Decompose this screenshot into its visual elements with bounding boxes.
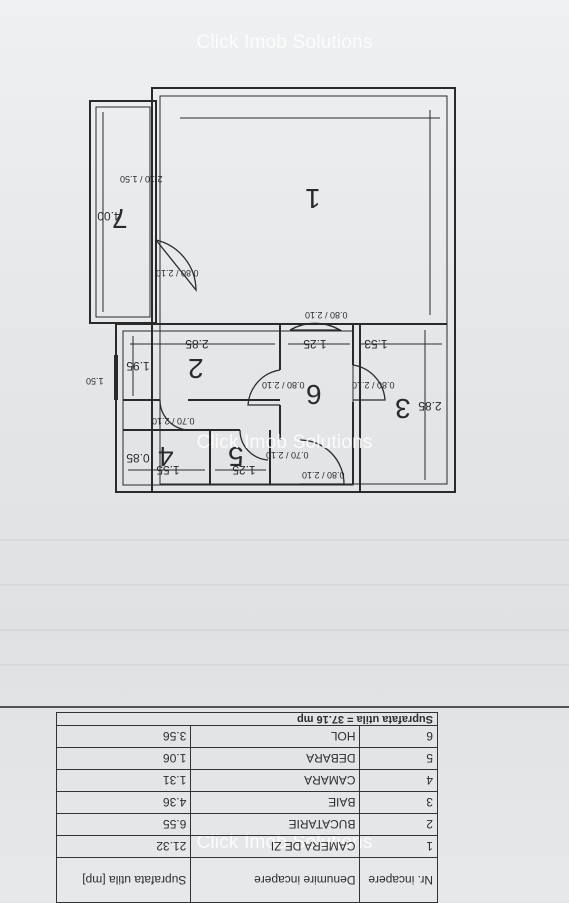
cell-name: HOL	[190, 725, 360, 748]
header-nr: Nr. incapere	[359, 857, 438, 903]
dim-balcony-depth: 4.00	[97, 209, 121, 223]
cell-area: 6.55	[56, 813, 191, 836]
cell-nr: 3	[359, 791, 438, 814]
cell-nr: 4	[359, 769, 438, 792]
room-number-1: 1	[305, 183, 321, 214]
table-row: 4 CAMARA 1.31	[56, 769, 438, 792]
cell-area: 3.56	[56, 725, 191, 748]
dim-room3-width: 1.53	[364, 337, 388, 351]
header-area: Suprafata utila [mp]	[56, 857, 191, 903]
dim-hall-width: 1.25	[303, 337, 327, 351]
cell-area: 1.31	[56, 769, 191, 792]
total-area: Suprafata utila = 37.16 mp	[56, 712, 438, 726]
watermark-middle: Click Imob Solutions	[196, 432, 373, 453]
table-separator	[0, 706, 569, 708]
inner-walls	[114, 107, 447, 484]
cell-area: 1.06	[56, 747, 191, 770]
door-label-bath: 0.80 / 2.10	[352, 380, 395, 390]
header-name: Denumire incapere	[190, 857, 360, 903]
room-number-7: 7	[112, 203, 128, 234]
room-number-4: 4	[158, 441, 174, 472]
door-label-hall-top: 0.80 / 2.10	[305, 310, 348, 320]
watermark-top: Click Imob Solutions	[196, 32, 373, 53]
cell-name: CAMARA	[190, 769, 360, 792]
background-text-lines	[0, 539, 569, 666]
table-row: 1 CAMERA DE ZI 21.32	[56, 835, 438, 858]
table-row: 3 BAIE 4.36	[56, 791, 438, 814]
dim-room3-height: 2.85	[418, 399, 442, 413]
watermark-bottom: Click Imob Solutions	[196, 832, 373, 853]
room-number-3: 3	[395, 393, 411, 424]
door-label-balcony: 0.80 / 2.10	[156, 268, 199, 278]
cell-nr: 2	[359, 813, 438, 836]
cell-nr: 6	[359, 725, 438, 748]
cell-nr: 5	[359, 747, 438, 770]
cell-name: BUCATARIE	[190, 813, 360, 836]
door-label-pantry: 0.70 / 2.10	[152, 416, 195, 426]
door-swings	[155, 239, 386, 485]
room-number-2: 2	[188, 353, 204, 384]
window-label-kitchen: 1.50	[86, 376, 104, 386]
table-row: 6 HOL 3.56	[56, 725, 438, 748]
cell-name: BAIE	[190, 791, 360, 814]
door-label-storage: 0.70 / 2.10	[266, 450, 309, 460]
cell-area: 21.32	[56, 835, 191, 858]
table-row: 2 BUCATARIE 6.55	[56, 813, 438, 836]
room-number-5: 5	[228, 441, 244, 472]
dim-room4-height: 0.85	[126, 451, 150, 465]
room-number-6: 6	[306, 379, 322, 410]
cell-nr: 1	[359, 835, 438, 858]
table-row: 5 DEBARA 1.06	[56, 747, 438, 770]
dimension-lines	[102, 110, 442, 480]
dim-room2-width: 2.85	[185, 337, 209, 351]
window-label-balcony: 2.10 / 1.50	[120, 174, 163, 184]
cell-name: DEBARA	[190, 747, 360, 770]
door-label-entrance: 0.80 / 2.10	[302, 470, 345, 480]
door-label-kitchen: 0.80 / 2.10	[262, 380, 305, 390]
dim-room2-height: 1.95	[126, 359, 150, 373]
cell-name: CAMERA DE ZI	[190, 835, 360, 858]
dim-room5-width: 1.25	[232, 463, 256, 477]
dim-room4-width: 1.55	[156, 463, 180, 477]
room-area-table: Nr. incapere Denumire incapere Suprafata…	[56, 712, 438, 903]
cell-area: 4.36	[56, 791, 191, 814]
table-total-row: Suprafata utila = 37.16 mp	[56, 712, 438, 726]
